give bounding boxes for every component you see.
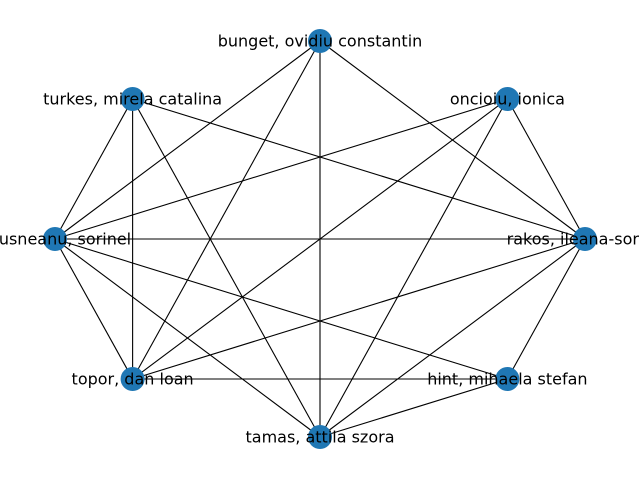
node-bousneanu (43, 227, 67, 251)
edge-bousneanu-tamas (54, 238, 321, 438)
node-oncioiu (495, 86, 520, 111)
node-label-rakos: rakos, ileana-sorina (507, 230, 640, 249)
edge-bousneanu-hint (54, 238, 508, 380)
node-label-tamas: tamas, attila szora (245, 428, 394, 447)
node-tamas (308, 425, 332, 449)
edge-turkes-bousneanu (54, 98, 134, 240)
edge-tamas-hint (319, 378, 508, 438)
node-bunget (308, 29, 332, 53)
edge-rakos-topor (132, 238, 586, 380)
node-rakos (573, 227, 597, 251)
node-label-bousneanu: bousneanu, sorinel (0, 230, 131, 249)
edge-oncioiu-bousneanu (54, 98, 508, 240)
node-hint (495, 367, 520, 392)
label-layer: bunget, ovidiu constantin oncioiu, ionica… (0, 32, 640, 447)
edge-oncioiu-rakos (506, 98, 586, 240)
edge-bousneanu-topor (54, 238, 134, 380)
edge-layer (54, 40, 586, 438)
node-layer (43, 29, 597, 449)
edge-rakos-hint (506, 238, 586, 380)
edge-rakos-tamas (319, 238, 586, 438)
node-topor (120, 367, 145, 392)
node-label-topor: topor, dan loan (72, 370, 194, 389)
edge-bunget-bousneanu (54, 40, 321, 240)
node-label-oncioiu: oncioiu, ionica (450, 89, 565, 108)
edge-oncioiu-tamas (319, 98, 508, 438)
node-label-hint: hint, mihaela stefan (427, 370, 587, 389)
edge-turkes-tamas (132, 98, 321, 438)
node-turkes (120, 86, 145, 111)
node-label-turkes: turkes, mirela catalina (43, 89, 222, 108)
edge-turkes-rakos (132, 98, 586, 240)
node-label-bunget: bunget, ovidiu constantin (218, 32, 423, 51)
edge-bunget-topor (132, 40, 321, 380)
